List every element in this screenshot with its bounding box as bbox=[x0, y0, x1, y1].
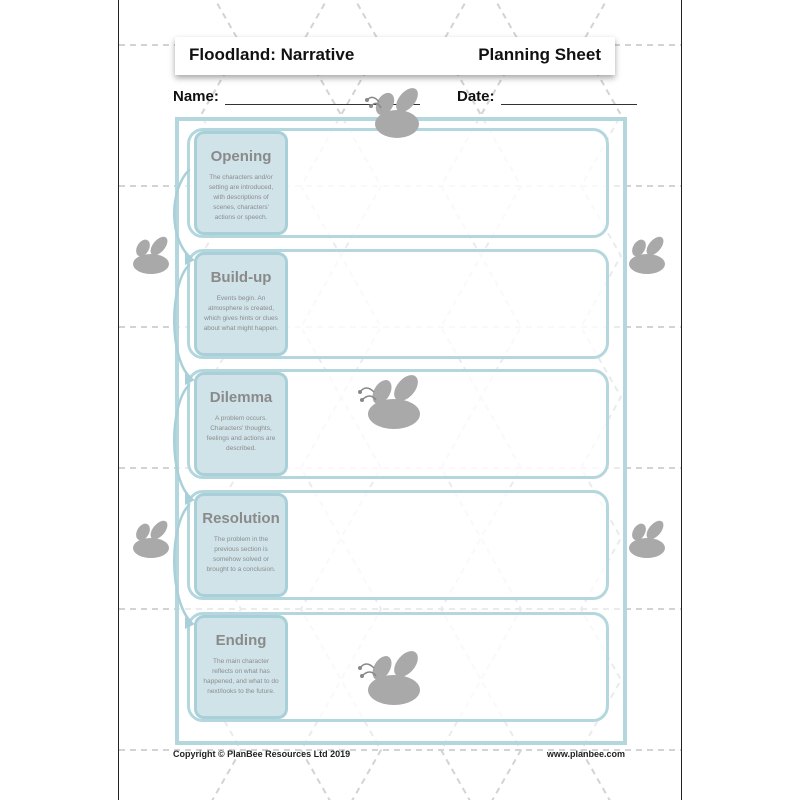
worksheet-page: Floodland: Narrative Planning Sheet Name… bbox=[118, 0, 682, 800]
name-label: Name: bbox=[173, 88, 219, 105]
copyright-text: Copyright © PlanBee Resources Ltd 2019 bbox=[173, 749, 351, 759]
section-label-box: Ending The main character reflects on wh… bbox=[194, 615, 288, 719]
bee-icon bbox=[629, 236, 665, 274]
title-bar: Floodland: Narrative Planning Sheet bbox=[175, 37, 615, 75]
date-field-row: Date: bbox=[457, 88, 637, 105]
section-title: Resolution bbox=[202, 510, 280, 527]
section-title: Build-up bbox=[210, 269, 272, 286]
bee-icon bbox=[365, 88, 419, 138]
section-title: Opening bbox=[210, 148, 272, 165]
bee-icon bbox=[358, 375, 420, 429]
section-description: The characters and/or setting are introd… bbox=[208, 174, 274, 221]
section-label-box: Build-up Events begin. An atmosphere is … bbox=[194, 252, 288, 356]
date-label: Date: bbox=[457, 88, 495, 105]
bee-icon bbox=[358, 651, 420, 705]
website-link[interactable]: www.planbee.com bbox=[546, 749, 625, 759]
section-title: Ending bbox=[215, 632, 267, 649]
name-field-line[interactable] bbox=[224, 90, 420, 105]
section-description: A problem occurs. Characters' thoughts, … bbox=[206, 415, 276, 452]
section-label-box: Resolution The problem in the previous s… bbox=[194, 493, 288, 597]
section-resolution: Resolution The problem in the previous s… bbox=[187, 490, 609, 600]
bee-icon bbox=[629, 520, 665, 558]
worksheet-title: Floodland: Narrative bbox=[189, 45, 355, 64]
sheet-type-label: Planning Sheet bbox=[478, 45, 601, 64]
name-field-row: Name: bbox=[173, 88, 420, 105]
section-description: Events begin. An atmosphere is created, … bbox=[203, 295, 279, 332]
section-build-up: Build-up Events begin. An atmosphere is … bbox=[187, 249, 609, 359]
section-description: The problem in the previous section is s… bbox=[206, 536, 276, 573]
date-field-line[interactable] bbox=[500, 90, 637, 105]
bee-icon bbox=[133, 236, 169, 274]
curved-arrow-icon bbox=[173, 168, 195, 629]
section-description: The main character reflects on what has … bbox=[203, 658, 279, 695]
section-label-box: Opening The characters and/or setting ar… bbox=[194, 131, 288, 235]
section-opening: Opening The characters and/or setting ar… bbox=[187, 128, 609, 238]
section-title: Dilemma bbox=[209, 389, 273, 406]
section-label-box: Dilemma A problem occurs. Characters' th… bbox=[194, 372, 288, 476]
bee-icon bbox=[133, 520, 169, 558]
